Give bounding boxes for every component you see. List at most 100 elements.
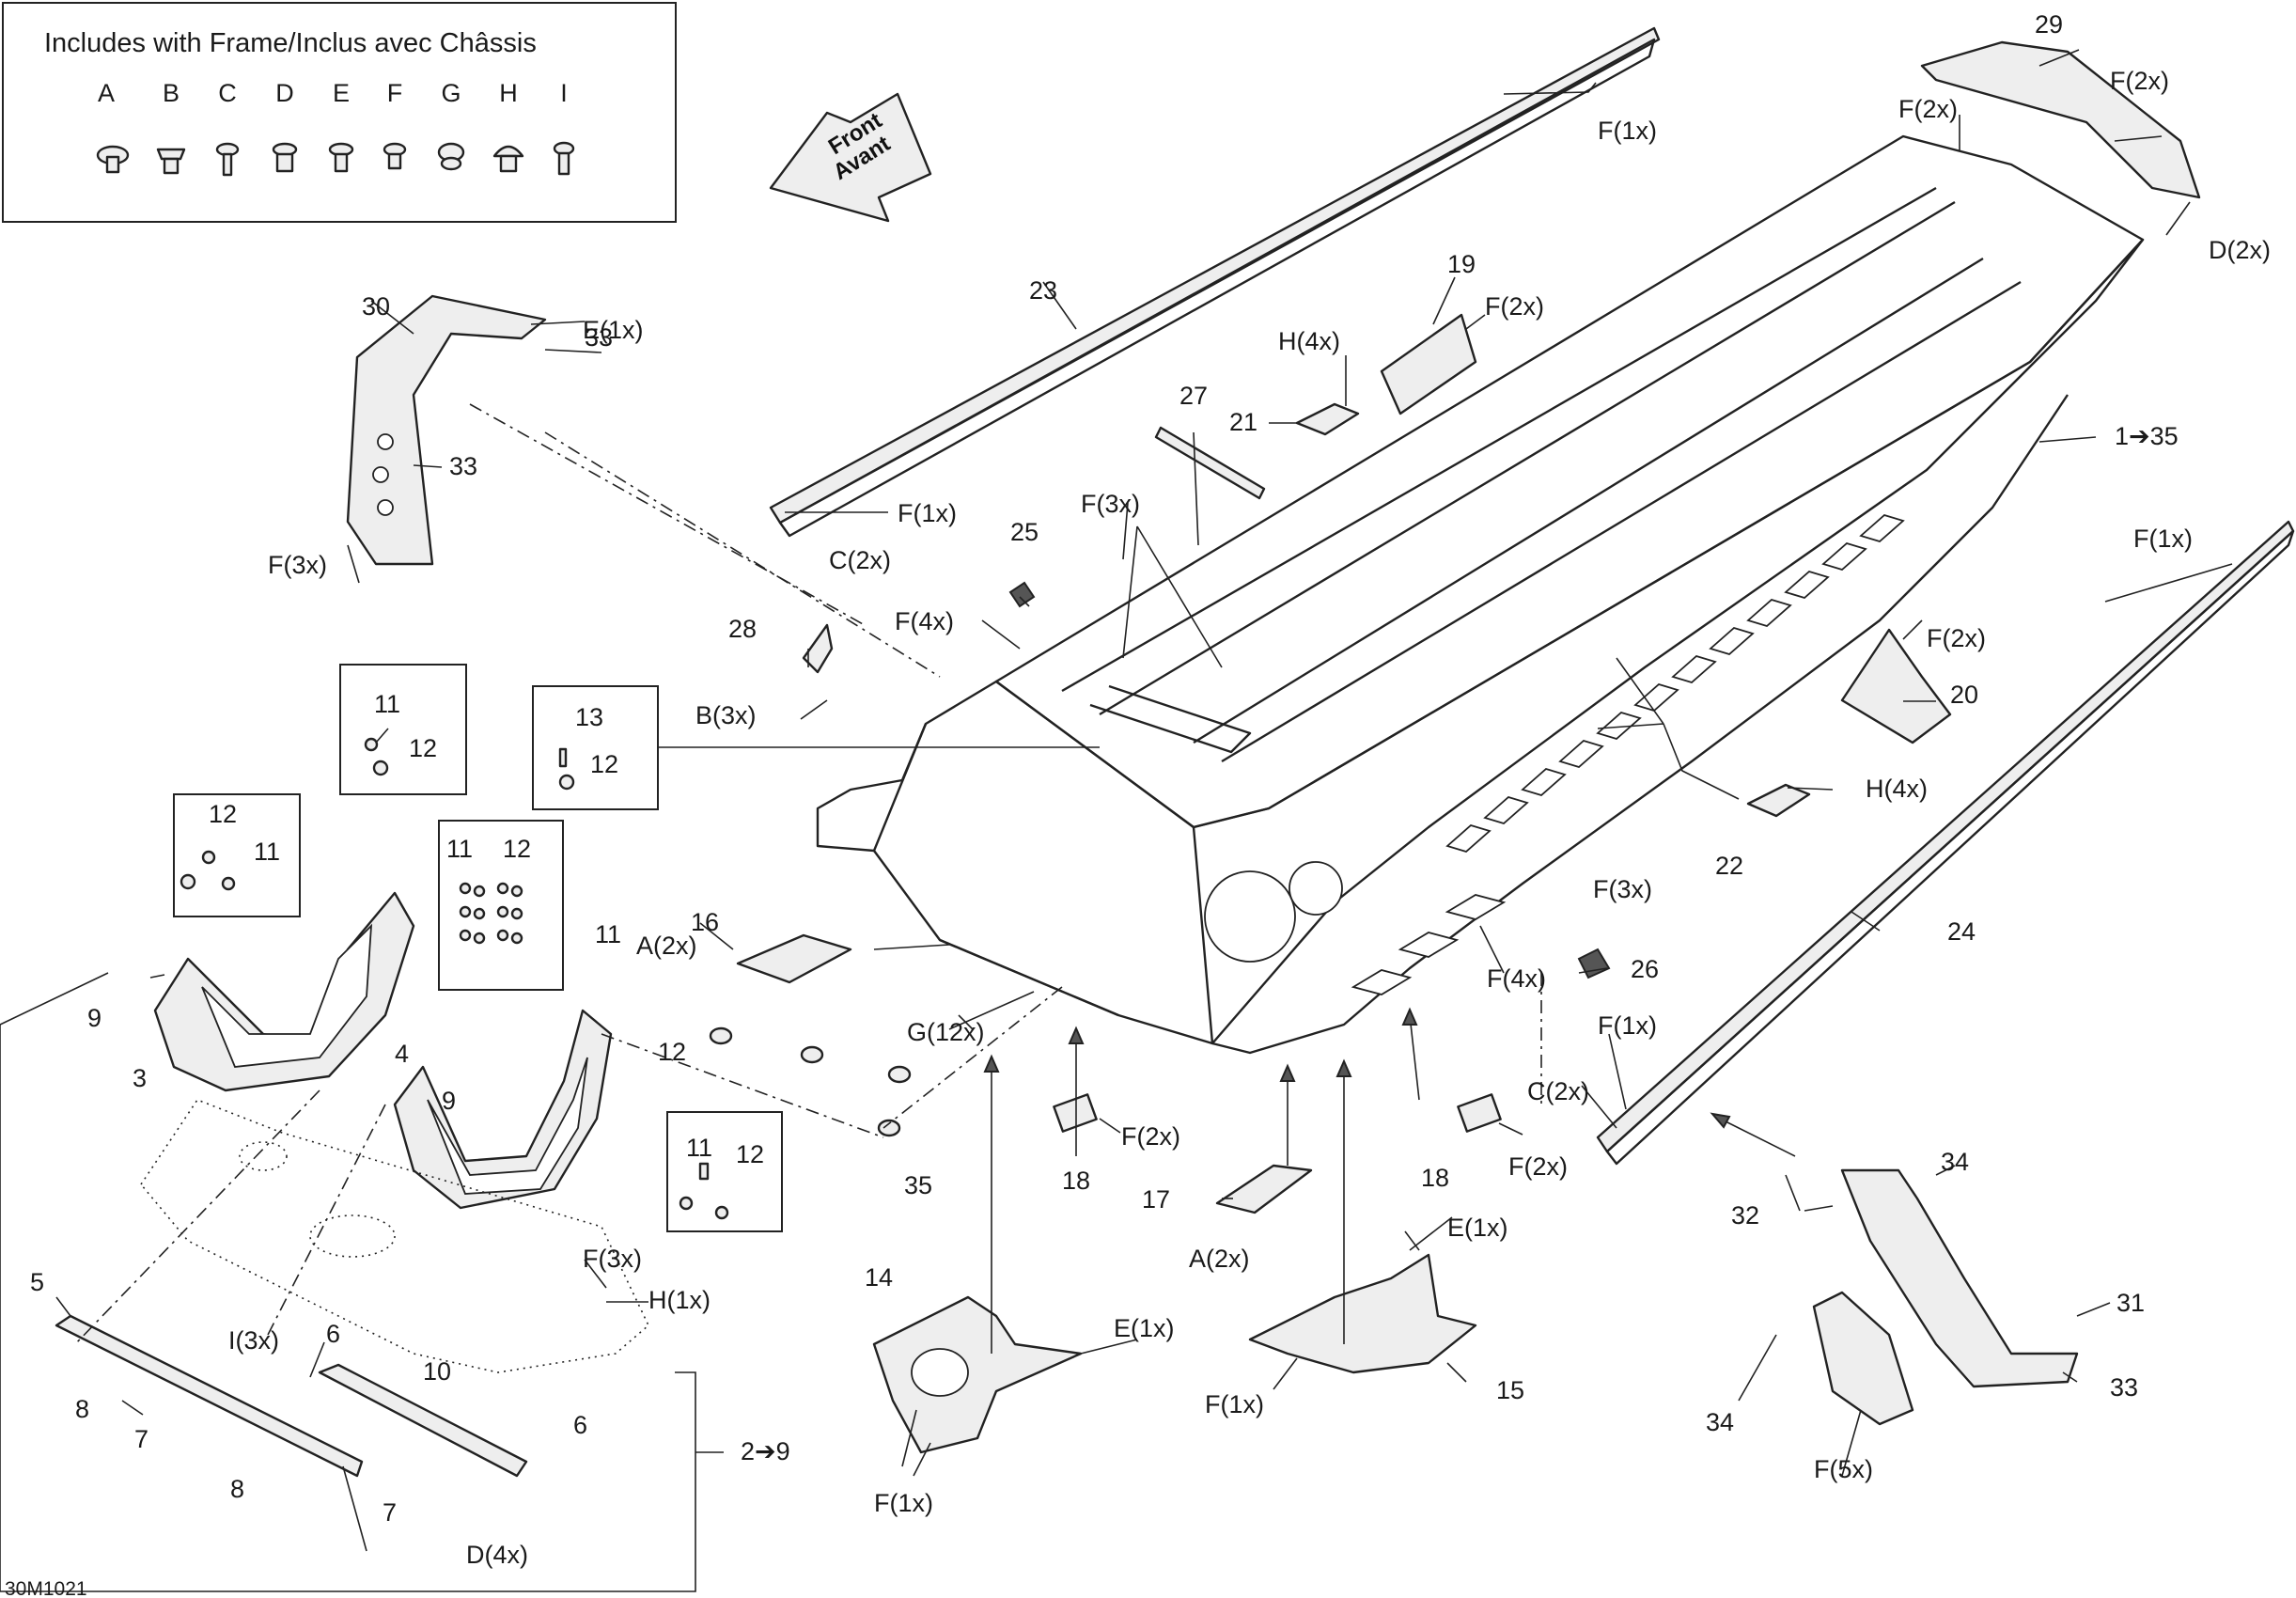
callout-f3-right: F(3x) — [1593, 875, 1652, 903]
leader-lines — [55, 49, 2233, 1552]
callout-3: 3 — [133, 1064, 147, 1092]
callout-f2-top: F(2x) — [1898, 95, 1958, 123]
callout-32: 32 — [1731, 1201, 1759, 1230]
callout-9-left: 9 — [87, 1004, 102, 1032]
skid-plate-31 — [1812, 1168, 2079, 1426]
hardware-box-11-12-grid — [438, 820, 564, 991]
assembly-lines — [74, 403, 1542, 1345]
callout-box4-12: 12 — [503, 835, 531, 863]
legend-letter-g: G — [441, 79, 461, 107]
bracket-3 — [153, 891, 415, 1092]
callout-i3: I(3x) — [228, 1326, 279, 1355]
callout-28: 28 — [728, 615, 757, 643]
callout-33-lower: 33 — [2110, 1373, 2138, 1402]
rail-5 — [55, 1314, 364, 1478]
callout-box5-11: 11 — [686, 1134, 712, 1162]
callout-30-f3: F(3x) — [268, 551, 327, 579]
rivet-f-icon — [383, 142, 407, 170]
callout-1-35: 1➔35 — [2115, 422, 2179, 450]
legend-title: Includes with Frame/Inclus avec Châssis — [44, 28, 537, 58]
callout-f4-right: F(4x) — [1487, 964, 1546, 993]
callout-24: 24 — [1947, 917, 1976, 946]
rivet-i-icon — [553, 141, 575, 176]
callout-21: 21 — [1229, 408, 1257, 436]
callout-22-h4: H(4x) — [1866, 775, 1928, 803]
hardware-box-12-11-left — [173, 793, 301, 917]
rivet-g-icon — [437, 142, 465, 171]
callout-15-e1: E(1x) — [1447, 1214, 1508, 1242]
skid-plate-14 — [872, 1295, 1083, 1454]
legend-letter-i: I — [560, 79, 568, 107]
callout-19-f2: F(2x) — [1485, 292, 1544, 321]
callout-f3-top: F(3x) — [1081, 490, 1140, 518]
callout-33-mid: 33 — [449, 452, 477, 480]
callout-runner-24-c2: C(2x) — [1527, 1077, 1589, 1105]
foot-plate-16 — [736, 933, 852, 984]
side-wall-cutouts — [1351, 513, 1905, 995]
callout-6-lower: 6 — [573, 1411, 587, 1439]
legend-letter-b: B — [163, 79, 180, 107]
gusset-20 — [1840, 628, 1952, 744]
callout-11-right: 11 — [595, 920, 621, 948]
callout-box1-12: 12 — [409, 734, 437, 762]
callout-runner-23-c2: C(2x) — [829, 546, 891, 574]
clip-26 — [1577, 948, 1611, 979]
callout-box1-11: 11 — [374, 690, 400, 718]
direction-arrows — [983, 1007, 1796, 1354]
callout-runner-24-f1: F(1x) — [2133, 525, 2193, 553]
callout-f5: F(5x) — [1814, 1455, 1873, 1483]
grommets-35 — [709, 1026, 912, 1137]
skid-plate-15 — [1248, 1253, 1477, 1374]
strip-27 — [1154, 426, 1266, 500]
plate-18-right — [1457, 1093, 1502, 1133]
group-bracket-2-9 — [0, 972, 724, 1592]
bracket-28 — [802, 623, 834, 674]
callout-runner-23-f1b: F(1x) — [898, 499, 957, 527]
gusset-19 — [1380, 313, 1477, 415]
callout-14-e1: E(1x) — [1114, 1314, 1175, 1342]
bracket-30 — [346, 294, 547, 566]
callout-18-left-f2: F(2x) — [1121, 1122, 1180, 1151]
bracket-22 — [1746, 783, 1811, 818]
legend-letter-c: C — [218, 79, 237, 107]
callout-35: 35 — [904, 1171, 932, 1199]
callout-21-h4: H(4x) — [1278, 327, 1340, 355]
figure-code: 30M1021 — [5, 1578, 87, 1598]
skid-plate-outline — [140, 1099, 649, 1373]
callout-box3-12: 12 — [209, 800, 237, 828]
callout-7-lower: 7 — [383, 1498, 397, 1527]
callout-34-top: 34 — [1941, 1148, 1969, 1176]
callout-7-left: 7 — [134, 1425, 148, 1453]
legend-letter-a: A — [98, 79, 115, 107]
legend-letters: A B C D E F G H I — [98, 79, 568, 107]
callout-f4-left: F(4x) — [895, 607, 954, 635]
callout-17-a2: A(2x) — [1189, 1245, 1250, 1273]
callout-14-f1: F(1x) — [874, 1489, 933, 1517]
callout-34-lower: 34 — [1706, 1408, 1734, 1436]
legend-letter-d: D — [275, 79, 294, 107]
callout-box2-12: 12 — [590, 750, 618, 778]
hardware-legend: Includes with Frame/Inclus avec Châssis … — [2, 2, 677, 223]
callout-runner-23-f1: F(1x) — [1598, 117, 1657, 145]
callout-26: 26 — [1631, 955, 1659, 983]
rivet-h-icon — [492, 145, 524, 173]
foot-plate-17 — [1215, 1164, 1313, 1214]
callout-18-left: 18 — [1062, 1167, 1090, 1195]
callout-5: 5 — [30, 1268, 44, 1296]
runner-24 — [1596, 520, 2295, 1166]
bracket-21 — [1295, 402, 1360, 436]
callout-box4-11: 11 — [446, 835, 473, 863]
callout-28-b3: B(3x) — [695, 701, 757, 729]
legend-letter-h: H — [499, 79, 518, 107]
callout-f3-lower: F(3x) — [583, 1245, 642, 1273]
callout-9-mid: 9 — [442, 1087, 456, 1115]
callout-20: 20 — [1950, 681, 1978, 709]
legend-letter-f: F — [387, 79, 403, 107]
callout-12-right: 12 — [658, 1038, 686, 1066]
callout-29: 29 — [2035, 10, 2063, 39]
callout-20-f2: F(2x) — [1927, 624, 1986, 652]
callout-31: 31 — [2116, 1289, 2145, 1317]
callout-16: 16 — [691, 908, 719, 936]
callout-15-f1: F(1x) — [1205, 1390, 1264, 1418]
